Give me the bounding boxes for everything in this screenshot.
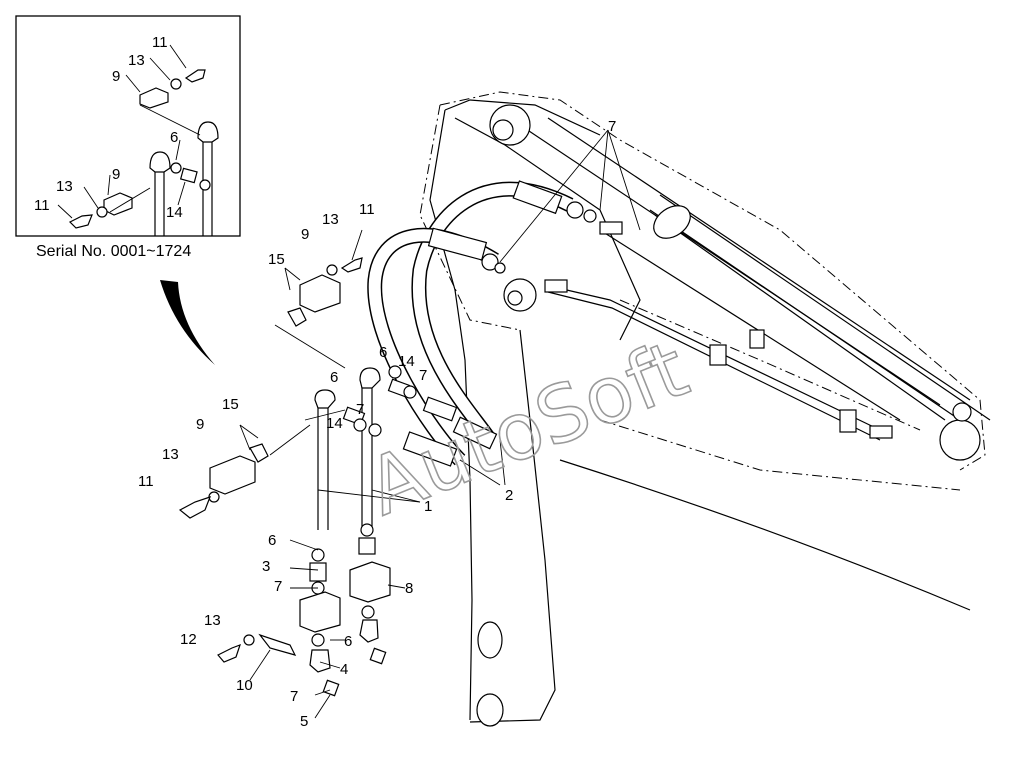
callout: 9 [196, 416, 204, 433]
boom-structure [419, 91, 991, 727]
callout: 12 [180, 631, 197, 648]
callout: 15 [222, 396, 239, 413]
callout: 13 [162, 446, 179, 463]
serial-number-text: Serial No. 0001~1724 [36, 243, 191, 260]
callout: 13 [204, 612, 221, 629]
callout: 14 [326, 415, 343, 432]
callout: 6 [268, 532, 276, 549]
callout: 13 [322, 211, 339, 228]
callout: 14 [398, 353, 415, 370]
callout: 7 [274, 578, 282, 595]
callout: 5 [300, 713, 308, 730]
callout: 10 [236, 677, 253, 694]
callout: 9 [301, 226, 309, 243]
callout: 11 [138, 473, 154, 490]
inset-label: 9 [112, 68, 120, 85]
callout-labels: 7 13 11 9 15 6 14 7 15 6 14 7 9 13 11 1 … [138, 118, 616, 730]
callout: 7 [290, 688, 298, 705]
callout: 3 [262, 558, 270, 575]
hose-assembly [367, 180, 597, 467]
inset-label: 9 [112, 166, 120, 183]
inset-label: 11 [152, 34, 168, 51]
callout: 7 [356, 401, 364, 418]
callout: 6 [330, 369, 338, 386]
arrow-icon [160, 280, 215, 365]
callout: 8 [405, 580, 413, 597]
inset-label: 14 [166, 204, 183, 221]
callout: 1 [424, 498, 432, 515]
callout: 7 [419, 367, 427, 384]
callout: 15 [268, 251, 285, 268]
inset-label: 13 [56, 178, 73, 195]
callout: 6 [379, 344, 387, 361]
pipe-assembly [178, 129, 641, 719]
inset-box: 11 13 9 6 13 9 11 14 [15, 15, 241, 237]
inset-label: 13 [128, 52, 145, 69]
callout: 6 [344, 633, 352, 650]
callout: 7 [608, 118, 616, 135]
callout: 4 [340, 661, 348, 678]
inset-label: 11 [34, 197, 50, 214]
inset-label: 6 [170, 129, 178, 146]
callout: 11 [359, 201, 375, 218]
callout: 2 [505, 487, 513, 504]
